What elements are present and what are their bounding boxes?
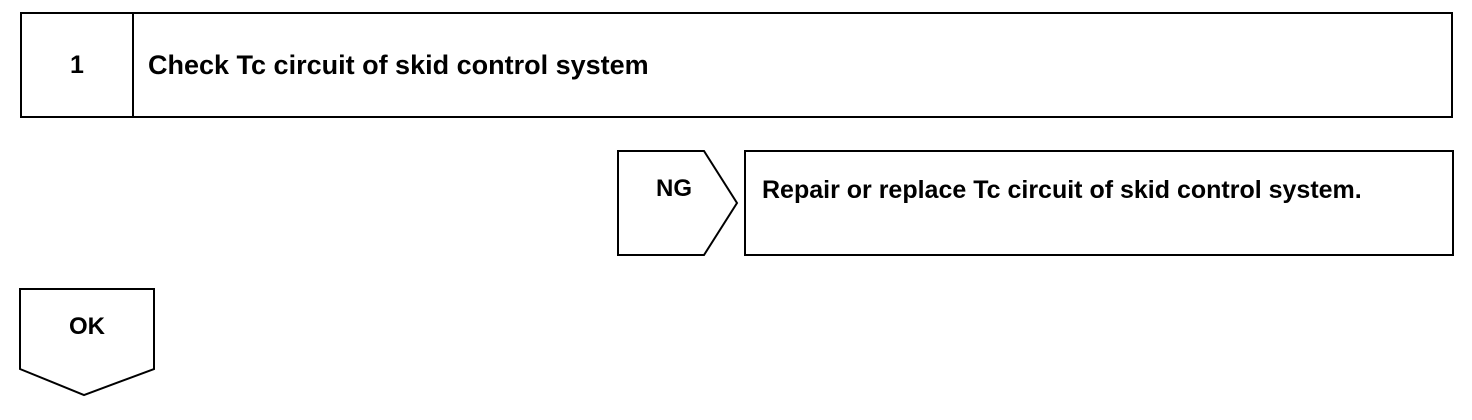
ok-label: OK xyxy=(69,313,105,340)
step-number: 1 xyxy=(22,14,134,116)
step-title: Check Tc circuit of skid control system xyxy=(148,49,649,80)
ng-arrow-shape xyxy=(617,150,739,256)
ng-label: NG xyxy=(656,175,692,202)
ng-action-box: Repair or replace Tc circuit of skid con… xyxy=(744,150,1454,256)
step-box: 1 Check Tc circuit of skid control syste… xyxy=(20,12,1453,118)
ok-arrow-shape xyxy=(19,288,155,397)
ng-action-text: Repair or replace Tc circuit of skid con… xyxy=(762,176,1362,204)
